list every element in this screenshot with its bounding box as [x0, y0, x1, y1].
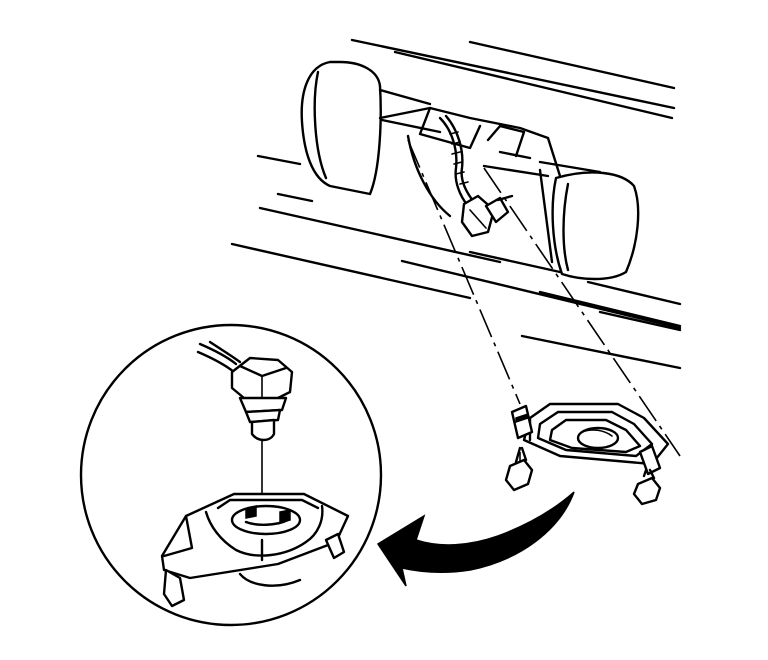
direction-arrow: [376, 491, 575, 587]
detail-bulb-socket: [230, 356, 294, 442]
detail-wire-harness: [196, 340, 242, 374]
right-lamp-housing: [538, 160, 640, 281]
screw-left-removed: [504, 404, 534, 492]
bulb-socket-upper: [460, 194, 514, 238]
screw-right-removed: [632, 444, 662, 506]
wire-harness-upper: [438, 114, 476, 208]
lamp-recess: [378, 106, 562, 264]
rear-fascia: [230, 38, 682, 370]
lamp-assembly-removed: [522, 402, 670, 466]
left-lamp-housing: [300, 60, 442, 196]
detail-lamp-housing: [160, 492, 350, 608]
